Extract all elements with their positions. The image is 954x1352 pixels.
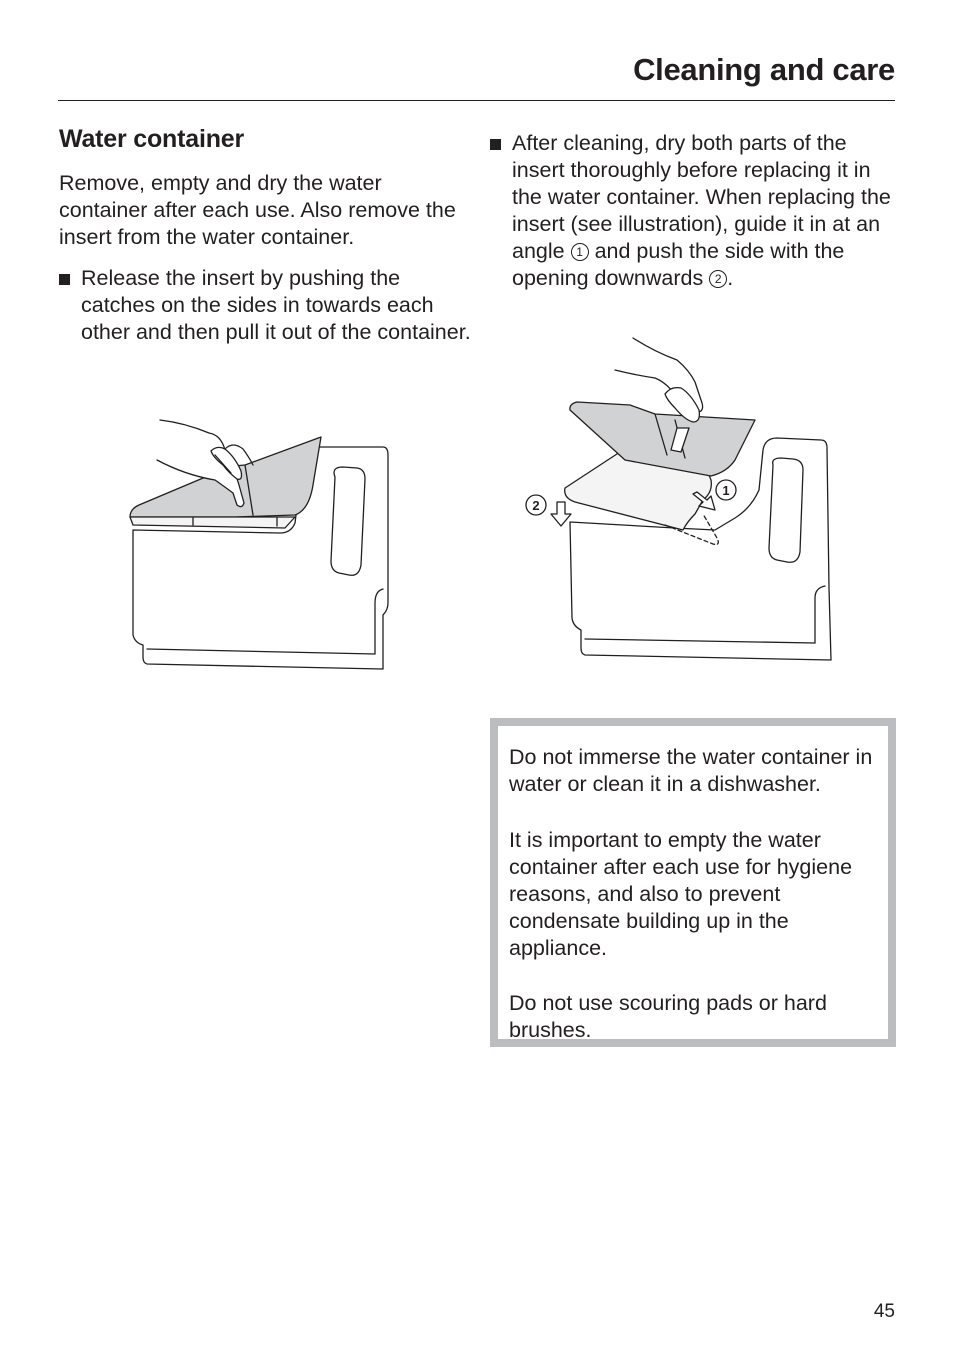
- page-title: Cleaning and care: [633, 52, 895, 87]
- step-marker-2: 2: [709, 270, 728, 288]
- bullet-square-icon: [490, 139, 501, 150]
- header-divider: [58, 100, 895, 101]
- replace-insert-illustration: 1 2: [525, 337, 832, 661]
- illustration-label-2: 2: [532, 498, 539, 513]
- section-heading: Water container: [59, 125, 245, 153]
- illustration-label-1: 1: [722, 483, 729, 498]
- bullet-release-insert: Release the insert by pushing the catche…: [59, 265, 471, 375]
- bullet-release-text: Release the insert by pushing the catche…: [81, 266, 471, 344]
- remove-insert-illustration: [129, 419, 389, 670]
- bullet-replace-text-end: .: [727, 266, 734, 290]
- page-number: 45: [873, 1301, 895, 1322]
- warning-paragraph-scouring: Do not use scouring pads or hard brushes…: [509, 991, 827, 1042]
- bullet-square-icon: [59, 274, 70, 285]
- warning-box: Do not immerse the water container in wa…: [490, 718, 896, 1047]
- bullet-replace-text: After cleaning, dry both parts of the in…: [512, 130, 902, 292]
- warning-paragraph-immerse: Do not immerse the water container in wa…: [509, 745, 873, 796]
- warning-paragraph-hygiene: It is important to empty the water conta…: [509, 828, 853, 960]
- bullet-replace-text-part2: and push the side with the opening downw…: [512, 239, 845, 290]
- step-marker-1: 1: [570, 243, 589, 261]
- intro-paragraph: Remove, empty and dry the water containe…: [59, 171, 456, 249]
- bullet-replace-insert: After cleaning, dry both parts of the in…: [490, 130, 900, 320]
- bullet-replace-text-part1: After cleaning, dry both parts of the in…: [512, 131, 891, 263]
